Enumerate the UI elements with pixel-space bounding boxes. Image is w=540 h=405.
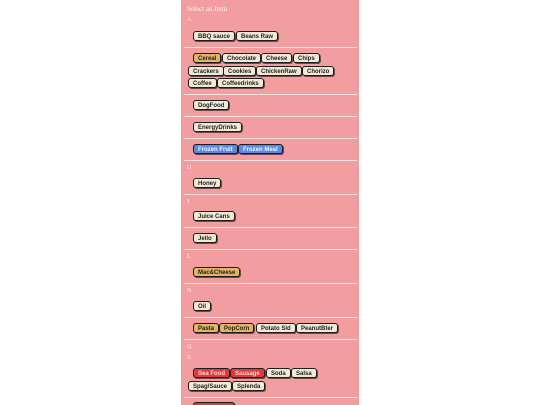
section-letter-o: O <box>187 165 192 171</box>
item-coffeedrinks[interactable]: Coffeedrinks <box>217 78 264 88</box>
section-letter-a: A <box>187 17 192 23</box>
item-salsa[interactable]: Salsa <box>291 368 317 378</box>
section-letter-q: Q <box>187 344 192 350</box>
item-chips[interactable]: Chips <box>293 53 320 63</box>
divider <box>184 94 357 95</box>
item-cereal[interactable]: Cereal <box>193 53 222 63</box>
divider <box>184 339 357 340</box>
item-partial[interactable] <box>193 402 235 405</box>
section-letter-n: N <box>187 288 192 294</box>
item-sea-food[interactable]: Sea Food <box>193 368 231 378</box>
section-letter-r: R <box>187 355 192 361</box>
item-cheese[interactable]: Cheese <box>261 53 293 63</box>
item-oil[interactable]: Oil <box>193 301 212 311</box>
section-letter-l: L <box>187 254 191 260</box>
divider <box>184 283 357 284</box>
item-chorizo[interactable]: Chorizo <box>302 66 335 76</box>
item-frozen-fruit[interactable]: Frozen Fruit <box>193 144 238 154</box>
section-letter-j: J <box>187 199 190 205</box>
divider <box>184 160 357 161</box>
divider <box>184 116 357 117</box>
divider <box>184 249 357 250</box>
item-soda[interactable]: Soda <box>266 368 291 378</box>
item-picker-panel: Select an Item A BBQ sauce Beans Raw Cer… <box>181 0 359 405</box>
divider <box>184 47 357 48</box>
item-chicken-raw[interactable]: ChickenRaw <box>256 66 302 76</box>
item-dog-food[interactable]: DogFood <box>193 100 230 110</box>
item-crackers[interactable]: Crackers <box>188 66 224 76</box>
item-potato-sld[interactable]: Potato Sld <box>256 323 296 333</box>
item-frozen-meal[interactable]: Frozen Meal <box>238 144 283 154</box>
item-bbq-sauce[interactable]: BBQ sauce <box>193 31 236 41</box>
item-pasta[interactable]: Pasta <box>193 323 220 333</box>
item-chocolate[interactable]: Chocolate <box>222 53 262 63</box>
divider <box>184 227 357 228</box>
item-sausage[interactable]: Sausage <box>230 368 265 378</box>
item-splenda[interactable]: Splenda <box>232 381 266 391</box>
item-honey[interactable]: Honey <box>193 178 222 188</box>
divider <box>184 194 357 195</box>
item-spag-sauce[interactable]: Spag/Sauce <box>188 381 233 391</box>
item-beans-raw[interactable]: Beans Raw <box>236 31 279 41</box>
item-coffee[interactable]: Coffee <box>188 78 217 88</box>
item-popcorn[interactable]: PopCorn <box>219 323 255 333</box>
item-peanut-bter[interactable]: PeanutBter <box>296 323 339 333</box>
divider <box>184 397 357 398</box>
item-jello[interactable]: Jello <box>193 233 217 243</box>
item-juice-cans[interactable]: Juice Cans <box>193 211 235 221</box>
panel-title: Select an Item <box>187 5 228 13</box>
divider <box>184 317 357 318</box>
item-mac-cheese[interactable]: Mac&Cheese <box>193 267 241 277</box>
item-energy-drinks[interactable]: EnergyDrinks <box>193 122 243 132</box>
item-cookies[interactable]: Cookies <box>223 66 257 76</box>
divider <box>184 138 357 139</box>
